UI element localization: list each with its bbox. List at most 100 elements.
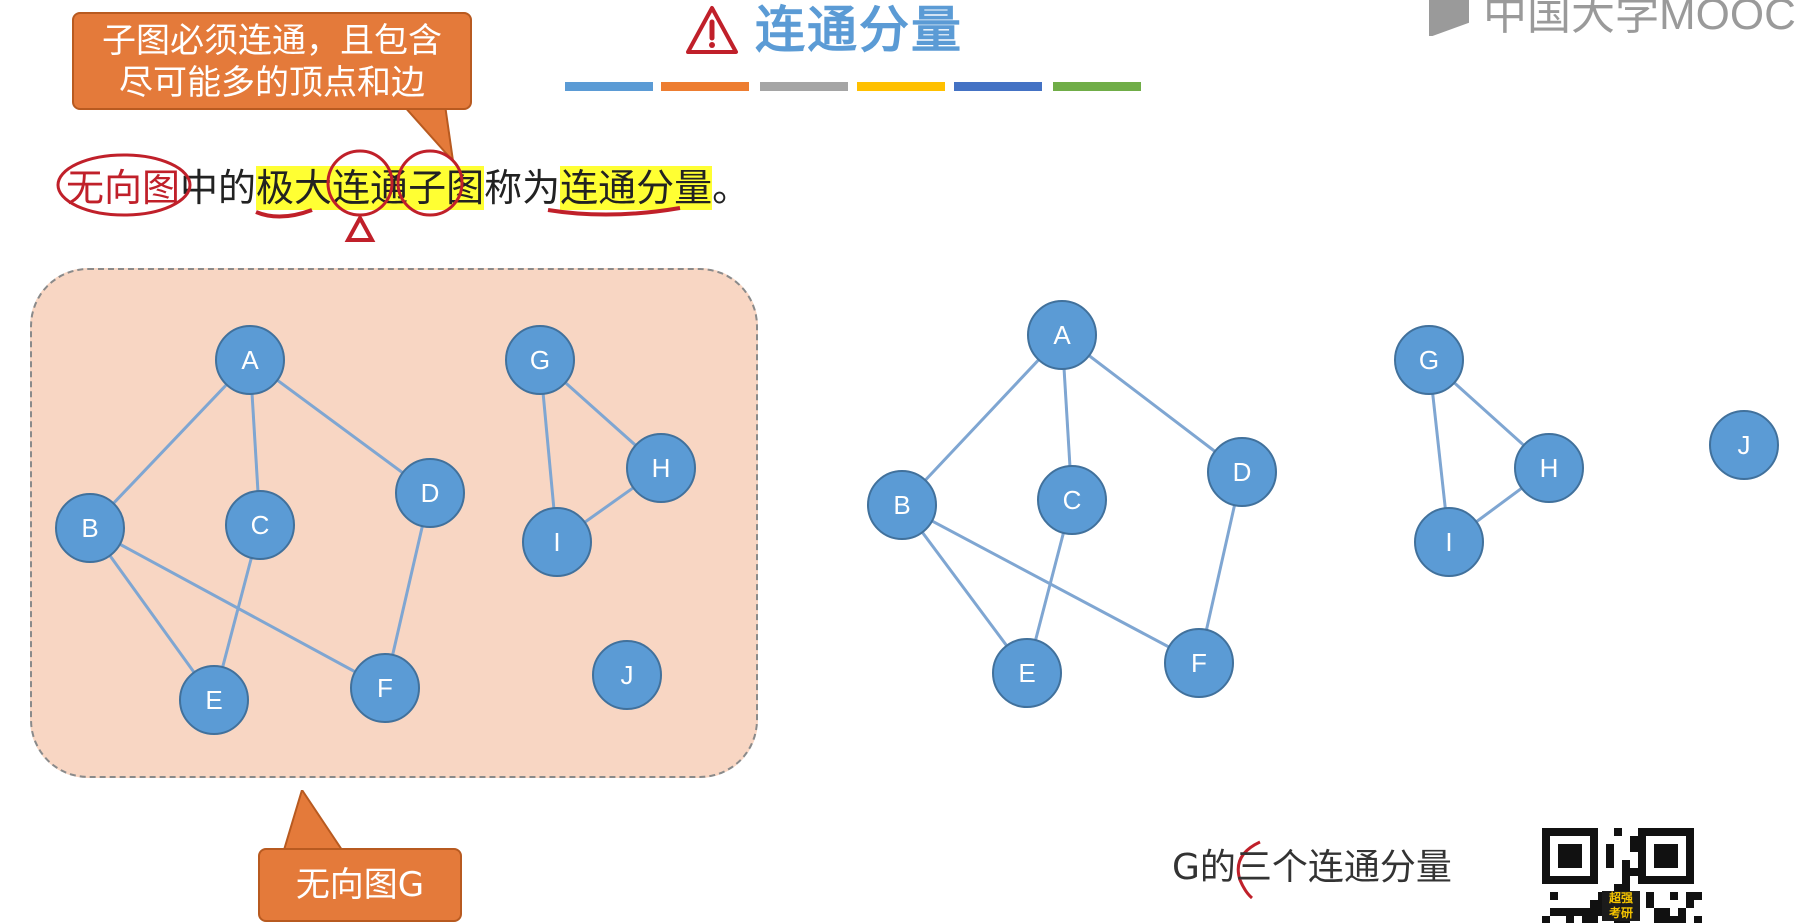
qr-module <box>1646 900 1654 908</box>
qr-module <box>1590 908 1598 916</box>
graph-g-node-A <box>215 325 285 395</box>
qr-module <box>1622 860 1630 868</box>
component-node-G <box>1394 325 1464 395</box>
qr-module <box>1654 916 1662 923</box>
qr-module <box>1606 844 1614 852</box>
qr-module <box>1694 916 1702 923</box>
graph-g-node-label-A: A <box>241 345 259 375</box>
graph-g-node-label-G: G <box>530 345 550 375</box>
callout-line-2: 尽可能多的顶点和边 <box>119 63 425 103</box>
graph-g-node-label-D: D <box>421 478 440 508</box>
callout-graph-g: 无向图G <box>258 848 462 922</box>
mooc-logo: 中国大学MOOC <box>1425 0 1799 36</box>
component-node-C <box>1037 465 1107 535</box>
component-node-label-C: C <box>1063 485 1082 515</box>
qr-module <box>1582 908 1590 916</box>
component-edge-AB <box>900 333 1064 507</box>
graph-g-node-F <box>350 653 420 723</box>
graph-g-node-label-E: E <box>205 685 222 715</box>
component-node-label-F: F <box>1191 648 1207 678</box>
graph-g-node-C <box>225 490 295 560</box>
qr-module <box>1630 868 1638 876</box>
qr-module <box>1622 876 1630 884</box>
annotation-circle-connected <box>326 149 394 217</box>
def-period: 。 <box>712 166 751 210</box>
color-bar-1 <box>565 82 653 91</box>
qr-module <box>1662 916 1670 923</box>
qr-module <box>1678 916 1686 923</box>
qr-module <box>1622 868 1630 876</box>
component-node-label-I: I <box>1445 527 1452 557</box>
qr-module <box>1686 892 1694 900</box>
component-node-label-G: G <box>1419 345 1439 375</box>
handwritten-annotations <box>56 149 1261 900</box>
slide-title: 连通分量 <box>755 1 963 59</box>
component-node-label-D: D <box>1233 457 1252 487</box>
qr-module <box>1558 908 1566 916</box>
def-connected: 连通 <box>332 166 409 210</box>
component-edge-AD <box>1061 333 1243 474</box>
color-bar-6 <box>1053 82 1141 91</box>
graph-g-node-label-B: B <box>81 513 98 543</box>
component-node-J <box>1709 410 1779 480</box>
qr-module <box>1606 852 1614 860</box>
graph-g-node-B <box>55 493 125 563</box>
qr-badge-line2: 考研 <box>1608 906 1633 920</box>
qr-finder <box>1654 844 1678 868</box>
annotation-circle-undirected <box>56 153 192 217</box>
qr-module <box>1566 908 1574 916</box>
qr-module <box>1654 908 1662 916</box>
qr-finder <box>1558 844 1582 868</box>
component-node-B <box>867 470 937 540</box>
warning-icon <box>686 6 738 54</box>
def-maximal: 极大 <box>256 166 333 210</box>
qr-module <box>1646 892 1654 900</box>
color-bar-5 <box>954 82 1042 91</box>
qr-module <box>1630 836 1638 844</box>
annotation-triangle <box>344 213 376 242</box>
graph-g-node-label-F: F <box>377 673 393 703</box>
qr-module <box>1670 916 1678 923</box>
qr-code: 超强 考研 <box>1542 828 1702 923</box>
callout-top-pointer <box>401 105 455 165</box>
annotation-underline-maximal <box>255 208 313 219</box>
component-node-label-J: J <box>1738 430 1751 460</box>
component-node-A <box>1027 300 1097 370</box>
callout-subgraph-note: 子图必须连通，且包含 尽可能多的顶点和边 <box>72 12 472 110</box>
qr-module <box>1678 908 1686 916</box>
def-connected-component: 连通分量 <box>560 166 713 210</box>
qr-module <box>1590 916 1598 923</box>
color-bar-2 <box>661 82 749 91</box>
def-is-called: 称为 <box>484 166 561 210</box>
qr-module <box>1566 916 1574 923</box>
qr-module <box>1622 884 1630 892</box>
qr-module <box>1606 860 1614 868</box>
def-subgraph: 子图 <box>408 166 485 210</box>
graph-g-node-I <box>522 507 592 577</box>
components-caption: G的三个连通分量 <box>1172 847 1452 888</box>
qr-module <box>1614 884 1622 892</box>
def-undirected-graph: 无向图 <box>66 166 181 210</box>
qr-badge-line1: 超强 <box>1608 891 1633 905</box>
qr-module <box>1686 900 1694 908</box>
qr-badge: 超强 考研 <box>1602 891 1640 921</box>
component-node-F <box>1164 628 1234 698</box>
graph-g-node-G <box>505 325 575 395</box>
color-bar-4 <box>857 82 945 91</box>
qr-module <box>1550 892 1558 900</box>
qr-module <box>1550 908 1558 916</box>
component-node-H <box>1514 433 1584 503</box>
def-of: 中的 <box>180 166 257 210</box>
component-node-label-H: H <box>1540 453 1559 483</box>
qr-module <box>1574 908 1582 916</box>
graph-g-node-J <box>592 640 662 710</box>
graph-g-node-D <box>395 458 465 528</box>
definition-text: 无向图中的极大连通子图称为连通分量。 <box>66 162 750 214</box>
annotation-underline-component <box>547 206 681 217</box>
qr-module <box>1542 916 1550 923</box>
qr-module <box>1670 892 1678 900</box>
component-node-label-E: E <box>1018 658 1035 688</box>
